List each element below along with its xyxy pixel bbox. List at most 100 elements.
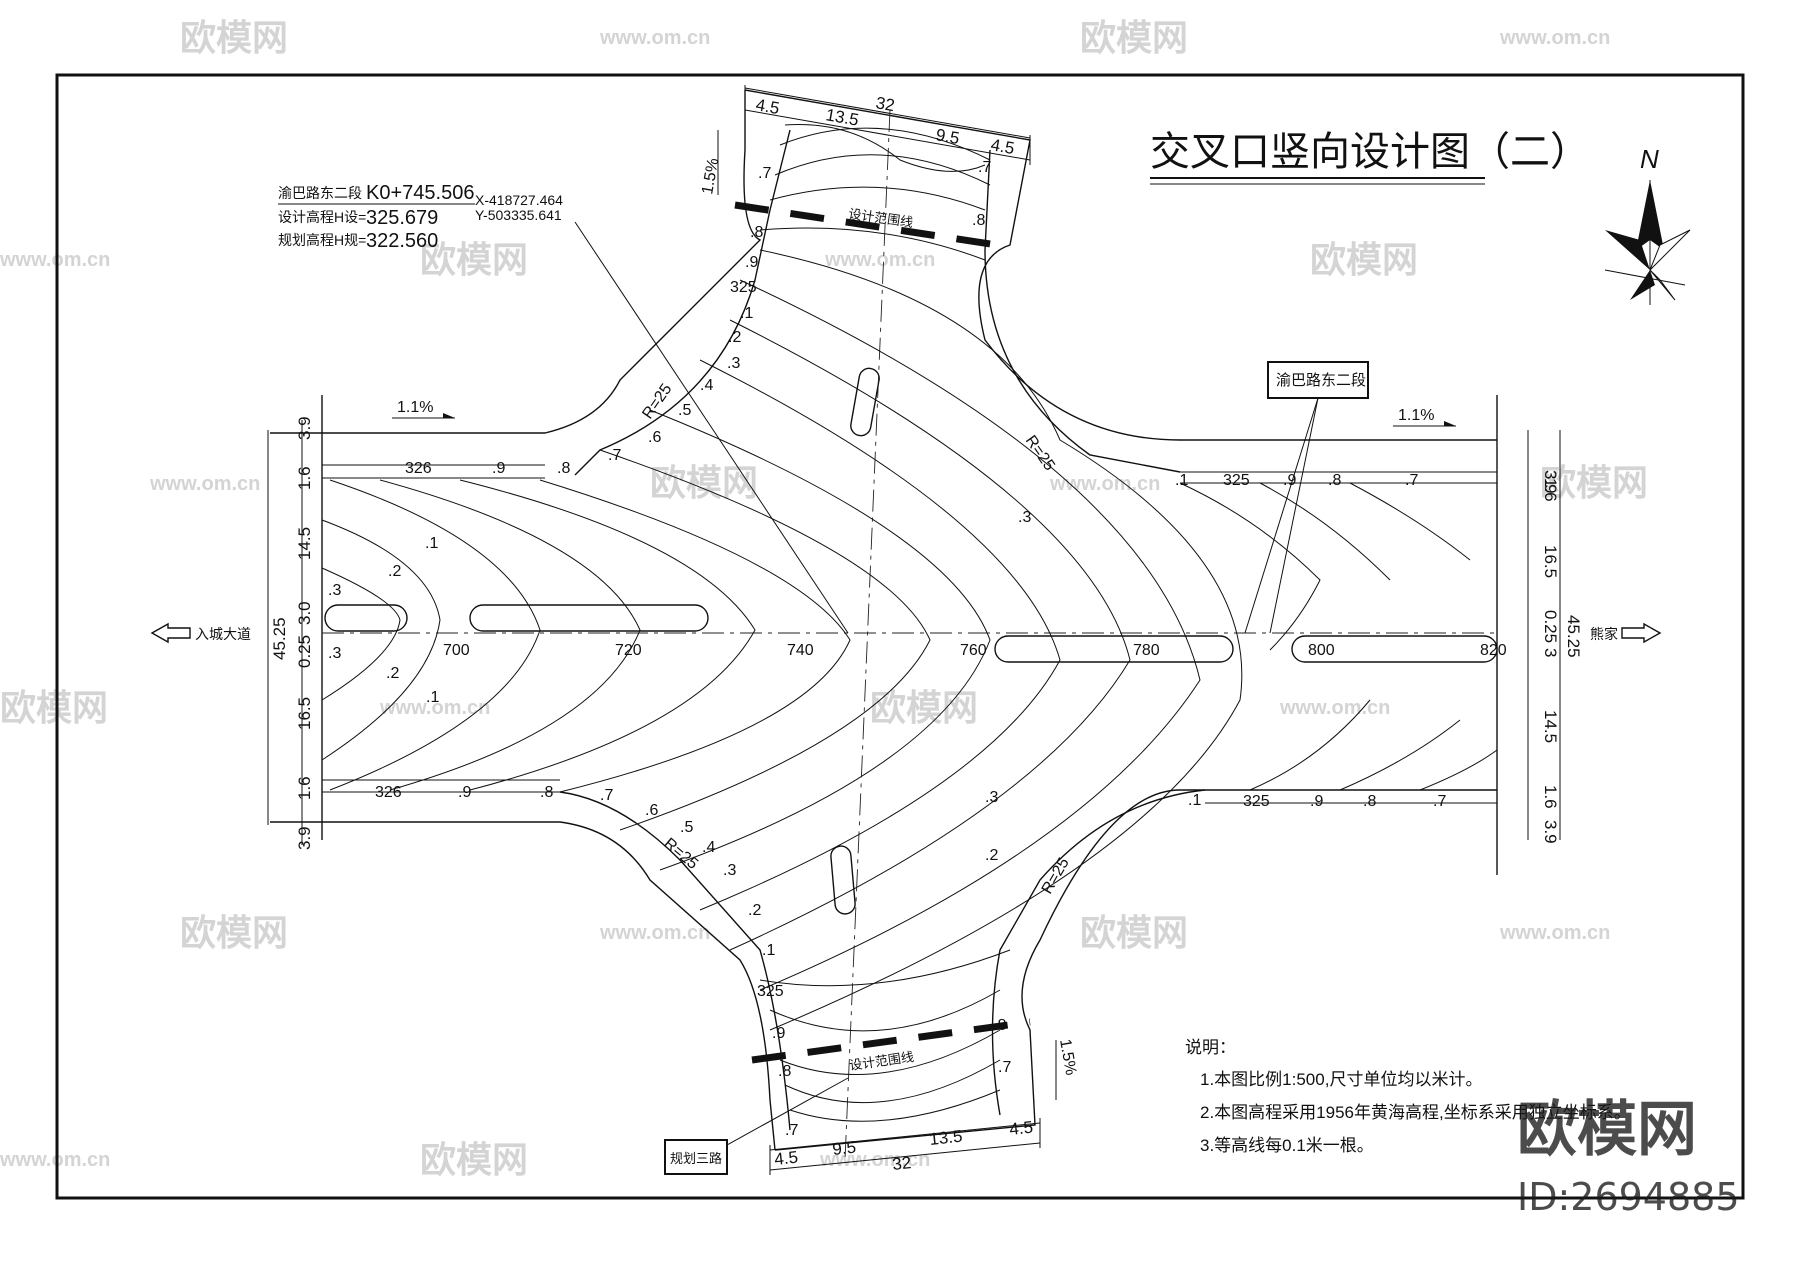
watermark-url: www.om.cn xyxy=(1279,697,1390,719)
road-outline xyxy=(270,89,1498,1151)
design-elevation-value: 325.679 xyxy=(366,207,438,229)
contour-label: .7 xyxy=(998,1059,1011,1076)
dim-label: 0.25 xyxy=(1541,610,1560,643)
contour-label: .6 xyxy=(648,429,661,446)
station-label: 780 xyxy=(1133,642,1160,659)
dim-label: 14.5 xyxy=(1541,710,1560,743)
watermark-brand: 欧模网 xyxy=(180,17,288,58)
contour-label: .9 xyxy=(1310,793,1323,810)
watermark-brand: 欧模网 xyxy=(180,912,288,953)
contour-label: .8 xyxy=(1363,793,1376,810)
watermark-url: www.om.cn xyxy=(379,697,490,719)
contour-label: .3 xyxy=(328,582,341,599)
watermark-url: www.om.cn xyxy=(1049,473,1160,495)
watermark-brand: 欧模网 xyxy=(650,462,758,503)
dim-label: 45.25 xyxy=(270,617,289,660)
control-point-annotation: 渝巴路东二段 K0+745.506 X-418727.464 Y-503335.… xyxy=(278,182,849,634)
contour-label: .1 xyxy=(1175,472,1188,489)
contour-label: 325 xyxy=(730,279,757,296)
contour-label: .2 xyxy=(748,902,761,919)
main-road-label: 渝巴路东二段 xyxy=(1276,372,1366,389)
contour-label: .9 xyxy=(745,254,758,271)
contour-label: .9 xyxy=(492,460,505,477)
median-islands xyxy=(324,367,1498,915)
brand-watermark: 欧模网 ID:2694885 xyxy=(1517,1095,1740,1219)
dim-label: 0.25 xyxy=(295,635,314,668)
contour-label: 326 xyxy=(375,784,402,801)
contour-label: .7 xyxy=(785,1122,798,1139)
contour-label: .2 xyxy=(388,563,401,580)
contour-label: .9 xyxy=(1283,472,1296,489)
slope-label: 1.1% xyxy=(1398,407,1434,424)
bottom-dimension: 4.5 9.5 13.5 4.5 32 xyxy=(769,1118,1041,1175)
contour-label: .7 xyxy=(1405,472,1418,489)
dim-label: 13.5 xyxy=(928,1127,963,1149)
contour-label: .8 xyxy=(993,1017,1006,1034)
slope-label: 1.1% xyxy=(397,399,433,416)
dim-label: 4.5 xyxy=(989,135,1016,158)
watermark-brand: 欧模网 xyxy=(870,687,978,728)
station-label: 700 xyxy=(443,642,470,659)
contour-label: .6 xyxy=(645,802,658,819)
watermark-url: www.om.cn xyxy=(1499,27,1610,49)
radius-label: R=25 xyxy=(639,381,675,423)
contour-label: .8 xyxy=(1328,472,1341,489)
dim-label: 16.5 xyxy=(295,697,314,730)
watermark-brand: 欧模网 xyxy=(1080,17,1188,58)
notes-item: 3.等高线每0.1米一根。 xyxy=(1200,1136,1374,1155)
watermark-brand: 欧模网 xyxy=(420,1139,528,1180)
contour-label: .8 xyxy=(972,212,985,229)
contour-label: .2 xyxy=(728,329,741,346)
watermark-brand: 欧模网 xyxy=(1310,239,1418,280)
arrow-right-icon xyxy=(1621,622,1662,644)
control-point-x: X-418727.464 xyxy=(475,192,563,208)
right-direction-label: 熊家 xyxy=(1590,626,1618,642)
watermark-url: www.om.cn xyxy=(149,473,260,495)
dim-label: 1.6 xyxy=(295,466,314,490)
station-label: 800 xyxy=(1308,642,1335,659)
contour-label: 325 xyxy=(1223,472,1250,489)
watermark-brand: 欧模网 xyxy=(1080,912,1188,953)
dim-label: 4.5 xyxy=(754,95,781,118)
contour-label: 325 xyxy=(757,983,784,1000)
contour-label: .2 xyxy=(386,665,399,682)
design-boundary: 设计范围线 设计范围线 xyxy=(734,201,1031,1073)
slope-label: 1.5% xyxy=(699,157,722,196)
contour-label: .1 xyxy=(1188,792,1201,809)
drawing-title: 交叉口竖向设计图（二） xyxy=(1150,129,1590,175)
dim-label: 4.5 xyxy=(1008,1118,1033,1139)
brand-id: ID:2694885 xyxy=(1517,1175,1740,1219)
contour-label: .7 xyxy=(1433,793,1446,810)
station-label: 740 xyxy=(787,642,814,659)
contour-label: .1 xyxy=(426,689,439,706)
dim-label: 16.5 xyxy=(1541,545,1560,578)
station-label: 720 xyxy=(615,642,642,659)
watermark-url: www.om.cn xyxy=(0,1149,110,1171)
right-dimension: 3.9 1.6 16.5 0.25 3 14.5 1.6 3.9 45.25 xyxy=(1527,430,1583,844)
plan-elevation-value: 322.560 xyxy=(366,230,438,252)
dim-label: 3.0 xyxy=(295,601,314,625)
notes-heading: 说明： xyxy=(1185,1038,1236,1057)
contour-label: .8 xyxy=(778,1063,791,1080)
slope-markers: 1.1% 1.1% 1.5% 1.5% xyxy=(392,130,1456,1100)
radius-label: R=25 xyxy=(1022,433,1058,475)
contour-label: .3 xyxy=(723,862,736,879)
contour-label: .7 xyxy=(758,165,771,182)
dim-label: 4.5 xyxy=(773,1148,798,1169)
contour-label: .4 xyxy=(700,377,713,394)
dim-label: 32 xyxy=(891,1153,912,1174)
contour-label: .1 xyxy=(762,942,775,959)
arrow-left-icon xyxy=(150,622,191,644)
design-elevation-label: 设计高程H设= xyxy=(278,209,366,225)
watermark-brand: 欧模网 xyxy=(1540,462,1648,503)
control-point-name: 渝巴路东二段 xyxy=(278,185,362,201)
dim-label: 3.9 xyxy=(1541,470,1560,494)
watermark-url: www.om.cn xyxy=(599,922,710,944)
dim-label: 3.9 xyxy=(1541,820,1560,844)
contour-label: .8 xyxy=(540,784,553,801)
contour-label: .1 xyxy=(740,305,753,322)
cross-road-box xyxy=(664,1139,728,1175)
contour-label: .9 xyxy=(772,1025,785,1042)
dim-label: 1.6 xyxy=(295,776,314,800)
